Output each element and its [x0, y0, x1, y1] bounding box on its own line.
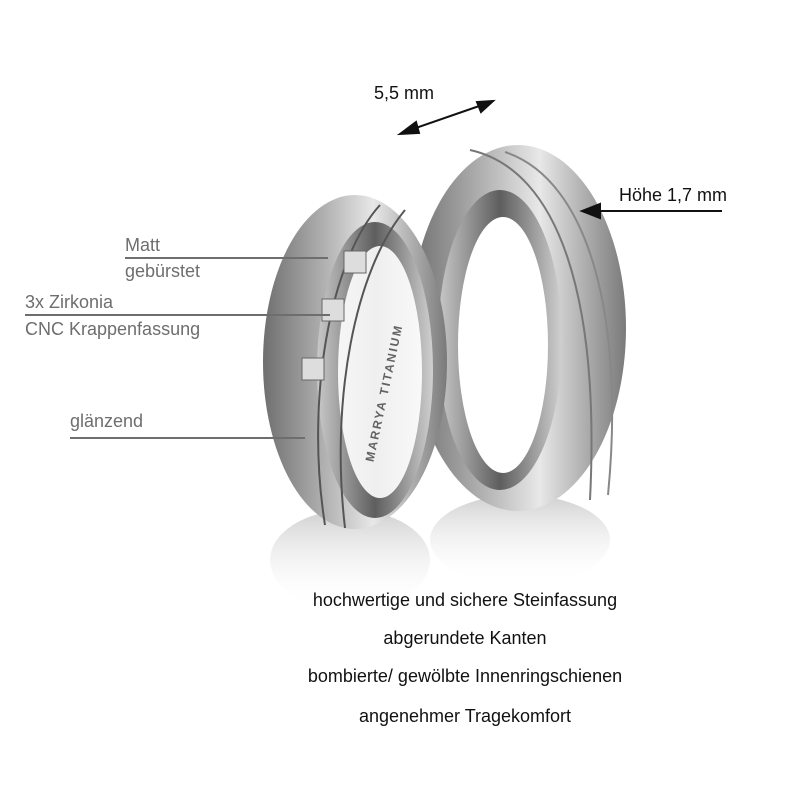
- womens-ring: [263, 195, 447, 529]
- feature-line: bombierte/ gewölbte Innenringschienen: [307, 666, 623, 686]
- label-stones: 3x Zirkonia: [25, 292, 114, 312]
- feature-line: angenehmer Tragekomfort: [358, 706, 572, 726]
- label-setting: CNC Krappenfassung: [25, 319, 201, 339]
- height-dimension-label: Höhe 1,7 mm: [619, 185, 728, 205]
- zirconia-stone: [343, 250, 367, 274]
- height-arrow: [579, 202, 722, 220]
- label-matt: Matt: [125, 235, 161, 255]
- mens-ring: [410, 145, 626, 511]
- zirconia-stone: [301, 357, 325, 381]
- feature-line: abgerundete Kanten: [383, 628, 547, 648]
- label-brushed: gebürstet: [125, 261, 201, 281]
- label-polished: glänzend: [70, 411, 144, 431]
- width-arrow: [396, 99, 496, 136]
- width-dimension-label: 5,5 mm: [374, 83, 435, 103]
- reflection: [270, 510, 430, 610]
- feature-line: hochwertige und sichere Steinfassung: [312, 590, 618, 610]
- zirconia-stone: [321, 298, 345, 322]
- reflection: [430, 495, 610, 585]
